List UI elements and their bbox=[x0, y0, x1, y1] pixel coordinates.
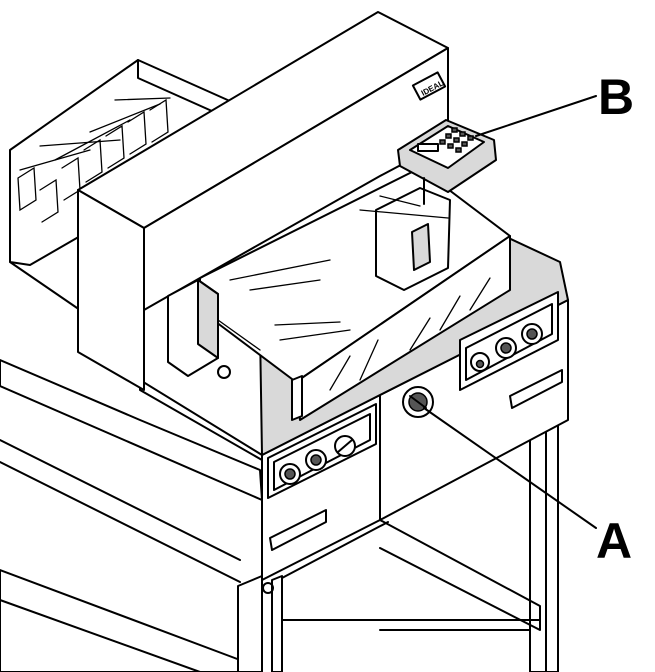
leader-line-b bbox=[475, 95, 597, 137]
keypad-keys bbox=[417, 127, 474, 153]
left-clamp bbox=[167, 279, 261, 379]
rotary-knob bbox=[402, 386, 434, 418]
paper-stack-guides bbox=[17, 97, 171, 223]
callout-label-b: B bbox=[598, 69, 635, 125]
left-control-panel bbox=[267, 403, 377, 551]
cutter-head: IDEAL bbox=[77, 11, 449, 391]
keypad-console bbox=[397, 119, 497, 205]
leader-line-a bbox=[423, 407, 597, 529]
stand-frame bbox=[0, 359, 562, 672]
callout-label-a: A bbox=[596, 513, 633, 569]
right-control-panel bbox=[459, 291, 563, 409]
back-gauge bbox=[359, 187, 451, 291]
